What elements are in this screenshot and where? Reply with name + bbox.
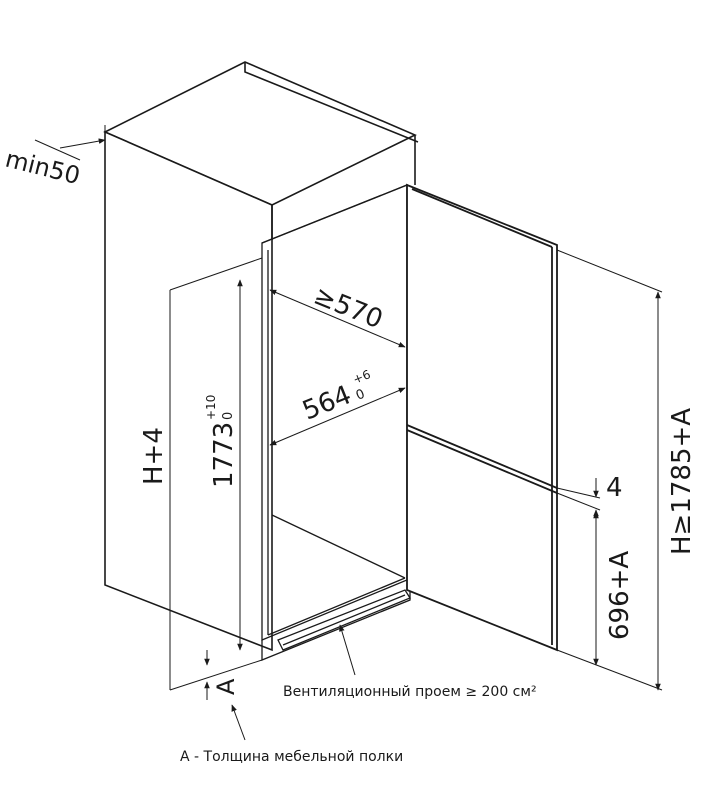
legend-note: А - Толщина мебельной полки: [180, 749, 403, 765]
ventilation-grille: [261, 580, 411, 661]
inner-height-tolerance-upper: +10: [204, 395, 218, 420]
total-height-label: H≥1785+A: [667, 408, 697, 555]
inner-width-tolerance-upper: +6: [351, 367, 373, 387]
width-dimensions: [269, 289, 406, 446]
inner-width-tolerance-lower: 0: [354, 387, 367, 404]
min-gap-dimension: [34, 125, 106, 161]
inner-height-label: 1773: [209, 422, 239, 488]
ventilation-note: Вентиляционный проем ≥ 200 см²: [283, 684, 537, 700]
shelf-thickness-label: A: [212, 678, 240, 695]
inner-width-label: 564: [298, 380, 355, 426]
niche-height-label: H+4: [139, 427, 169, 485]
inner-height-tolerance-lower: 0: [221, 412, 236, 420]
outer-width-label: ≥570: [309, 281, 386, 336]
min-gap-label: min50: [3, 145, 83, 191]
shelf-thickness-dimension: [204, 650, 246, 741]
cabinet-outline: [103, 61, 419, 652]
lower-height-label: 696+A: [605, 551, 635, 640]
gap-4-label: 4: [606, 473, 623, 503]
niche-height-dimension: [169, 257, 263, 691]
right-dimensions: [556, 249, 663, 691]
door-panel: [406, 183, 558, 652]
ventilation-leader: [339, 624, 356, 676]
niche-opening: [261, 184, 408, 641]
